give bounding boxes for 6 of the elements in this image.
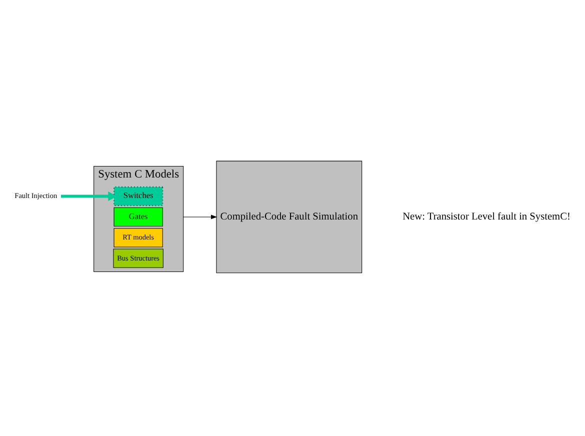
- arrow: [60, 191, 118, 200]
- arrow: [183, 214, 218, 219]
- node-box: Compiled-Code Fault Simulation: [216, 160, 362, 273]
- node-box: Switches: [113, 186, 164, 206]
- node-box: Gates: [114, 206, 163, 226]
- label: New: Transistor Level fault in SystemC!: [402, 211, 570, 222]
